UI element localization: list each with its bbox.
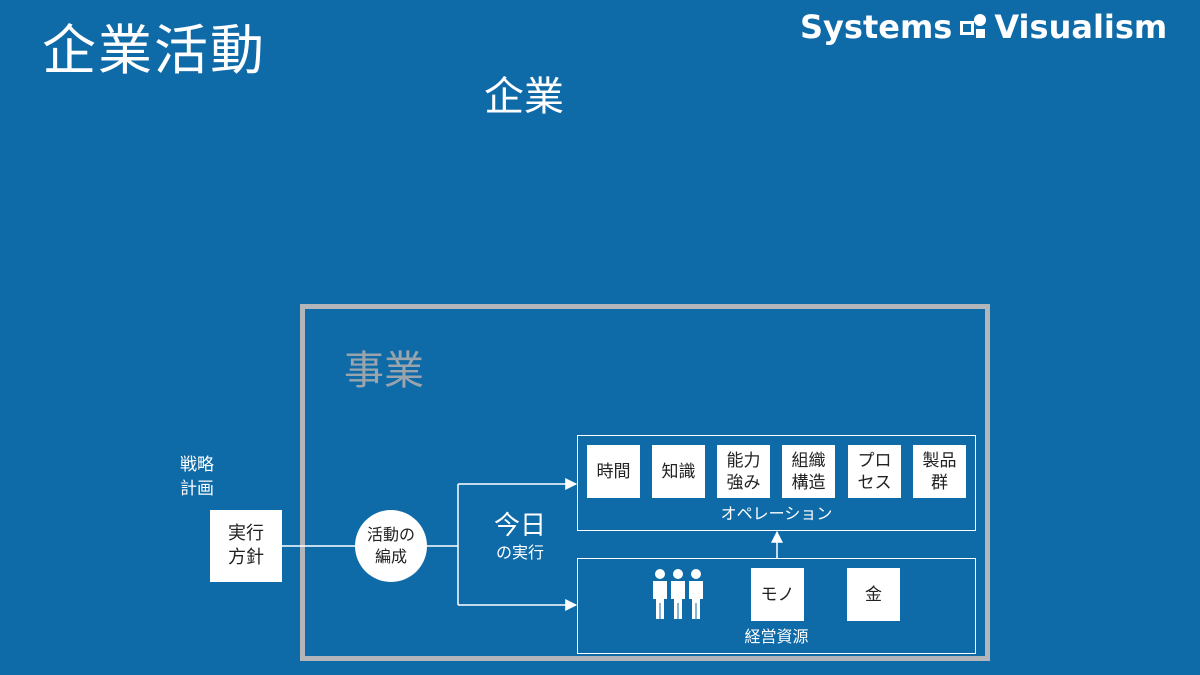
- organize-line-2: 編成: [374, 547, 407, 566]
- ops-item-capability-line-2: 強み: [726, 472, 761, 493]
- resources-caption: 経営資源: [744, 627, 809, 646]
- ops-item-process-line-1: プロ: [857, 450, 892, 471]
- resource-money-box: 金: [847, 568, 900, 621]
- today-main-label: 今日: [493, 511, 546, 541]
- ops-item-knowledge: 知識: [652, 445, 705, 498]
- ops-item-capability-line-1: 能力: [726, 450, 761, 471]
- ops-item-products: 製品群: [913, 445, 966, 498]
- strategy-plan-label: 戦略 計画: [180, 453, 240, 501]
- operations-caption: オペレーション: [720, 504, 833, 523]
- ops-item-capability: 能力強み: [717, 445, 770, 498]
- ops-item-structure-line-1: 組織: [791, 450, 826, 471]
- business-label: 事業: [344, 348, 424, 394]
- today-sub-label: の実行: [495, 543, 544, 562]
- company-label: 企業: [484, 74, 564, 120]
- today-execution-label: 今日 の実行: [480, 510, 560, 564]
- ops-item-products-line-1: 製品: [922, 450, 957, 471]
- logo-mark-icon: [960, 14, 987, 38]
- activity-organization-circle: 活動の 編成: [355, 510, 427, 582]
- ops-item-time: 時間: [587, 445, 640, 498]
- ops-item-knowledge-line-1: 知識: [661, 461, 696, 482]
- strategy-line-1: 戦略: [180, 455, 214, 475]
- ops-item-structure-line-2: 構造: [791, 472, 826, 493]
- policy-line-2: 方針: [228, 547, 264, 568]
- ops-item-time-line-1: 時間: [596, 461, 631, 482]
- execution-policy-box: 実行 方針: [210, 510, 282, 582]
- ops-item-products-line-2: 群: [931, 472, 948, 493]
- policy-line-1: 実行: [228, 523, 264, 544]
- logo-text-right: Visualism: [994, 8, 1168, 46]
- systems-visualism-logo: Systems Visualism: [800, 6, 1192, 48]
- people-icon: [653, 569, 703, 619]
- ops-item-process: プロセス: [848, 445, 901, 498]
- ops-item-process-line-2: セス: [857, 472, 892, 493]
- business-frame: [300, 304, 990, 661]
- logo-text-left: Systems: [800, 8, 953, 46]
- strategy-line-2: 計画: [180, 479, 214, 499]
- ops-item-structure: 組織構造: [782, 445, 835, 498]
- resources-box: 経営資源: [577, 558, 976, 654]
- page-title: 企業活動: [42, 19, 266, 82]
- organize-line-1: 活動の: [366, 525, 415, 544]
- resource-goods-box: モノ: [751, 568, 804, 621]
- operations-box: オペレーション: [577, 435, 976, 531]
